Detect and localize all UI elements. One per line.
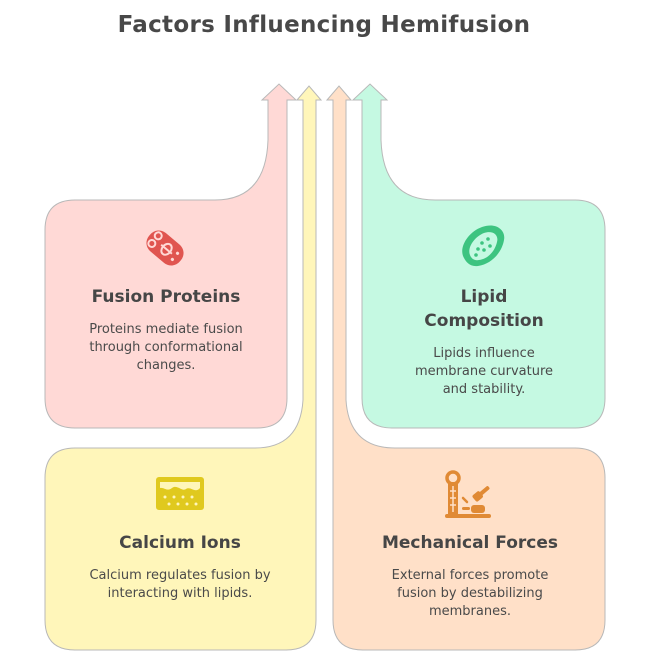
card-description: External forces promote fusion by destab… xyxy=(350,567,590,621)
desc-line: fusion by destabilizing xyxy=(397,586,543,601)
cell-icon xyxy=(462,225,505,267)
card-description: Calcium regulates fusion by interacting … xyxy=(60,567,300,603)
card-fusion-proteins: Fusion Proteins Proteins mediate fusion … xyxy=(60,285,272,375)
card-title: Mechanical Forces xyxy=(381,533,559,553)
protein-icon xyxy=(146,230,184,266)
card-lipid-composition: Lipid Composition Lipids influence membr… xyxy=(378,285,590,399)
card-mechanical-forces: Mechanical Forces External forces promot… xyxy=(350,531,590,621)
card-title: Lipid Composition xyxy=(378,285,590,333)
mechanical-forces-shape xyxy=(325,85,606,651)
card-description: Lipids influence membrane curvature and … xyxy=(378,345,590,399)
card-title: Fusion Proteins xyxy=(91,287,241,307)
calcium-ions-shape xyxy=(44,85,323,651)
membrane-icon xyxy=(156,477,204,510)
strength-tester-icon xyxy=(445,470,491,518)
diagram-title: Factors Influencing Hemifusion xyxy=(117,12,531,38)
desc-line: through conformational xyxy=(89,340,243,355)
desc-line: and stability. xyxy=(442,382,526,397)
desc-line: membrane curvature xyxy=(414,364,554,379)
desc-line: Calcium regulates fusion by xyxy=(89,568,271,583)
desc-line: Lipids influence xyxy=(433,346,535,361)
title-line: Composition xyxy=(424,311,544,331)
card-title: Calcium Ions xyxy=(119,533,241,553)
card-description: Proteins mediate fusion through conforma… xyxy=(60,321,272,375)
card-calcium-ions: Calcium Ions Calcium regulates fusion by… xyxy=(60,531,300,603)
desc-line: membranes. xyxy=(428,604,512,619)
desc-line: changes. xyxy=(136,358,196,373)
title-line: Lipid xyxy=(460,287,508,307)
desc-line: interacting with lipids. xyxy=(107,586,253,601)
desc-line: Proteins mediate fusion xyxy=(89,322,243,337)
desc-line: External forces promote xyxy=(391,568,549,583)
